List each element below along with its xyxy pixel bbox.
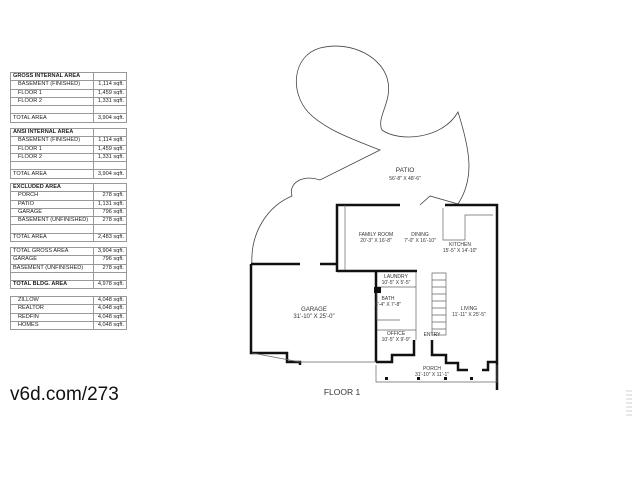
- room-garage-dims: 31'-10" X 25'-0": [293, 314, 334, 320]
- room-porch-dims: 31'-10" X 11'-1": [415, 372, 449, 378]
- room-laundry-name: LAUNDRY: [384, 274, 408, 280]
- watermark: [626, 390, 632, 418]
- room-living-name: LIVING: [461, 306, 478, 312]
- room-patio-dims: 56'-8" X 48'-6": [389, 176, 421, 182]
- total-value: 3,904 sqft.: [93, 169, 127, 179]
- walls: [249, 203, 499, 390]
- room-family-name: FAMILY ROOM: [359, 232, 393, 238]
- total-value: 4,978 sqft.: [93, 280, 127, 290]
- porch-posts: [385, 377, 473, 380]
- interior-lines: [251, 205, 498, 383]
- room-laundry-dims: 10'-5" X 5'-5": [382, 280, 411, 286]
- room-kitchen-name: KITCHEN: [449, 242, 471, 248]
- brand-url: v6d.com/273: [10, 384, 119, 405]
- total-value: 3,904 sqft.: [93, 113, 127, 123]
- room-entry-name: ENTRY: [424, 332, 442, 338]
- room-bath-name: BATH: [382, 296, 395, 302]
- room-dining-dims: 7'-0" X 16'-10": [404, 238, 436, 244]
- total-value: 2,483 sqft.: [93, 232, 127, 243]
- room-bath-dims: 6'-4" X 7'-8": [375, 302, 401, 308]
- room-garage-name: GARAGE: [301, 307, 327, 313]
- patio-outline: [251, 45, 470, 266]
- chimney: [374, 287, 381, 293]
- room-kitchen-dims: 15'-5" X 14'-10": [443, 248, 478, 254]
- room-dining-name: DINING: [411, 232, 429, 238]
- row-value: 4,048 sqft.: [93, 320, 127, 331]
- room-family-dims: 20'-3" X 16'-8": [360, 238, 392, 244]
- floor-label: FLOOR 1: [324, 387, 361, 397]
- room-patio-name: PATIO: [396, 167, 415, 174]
- room-office-dims: 10'-5" X 9'-9": [382, 337, 411, 343]
- room-living-dims: 11'-11" X 25'-5": [452, 312, 486, 318]
- room-office-name: OFFICE: [387, 331, 406, 337]
- room-porch-name: PORCH: [423, 366, 441, 372]
